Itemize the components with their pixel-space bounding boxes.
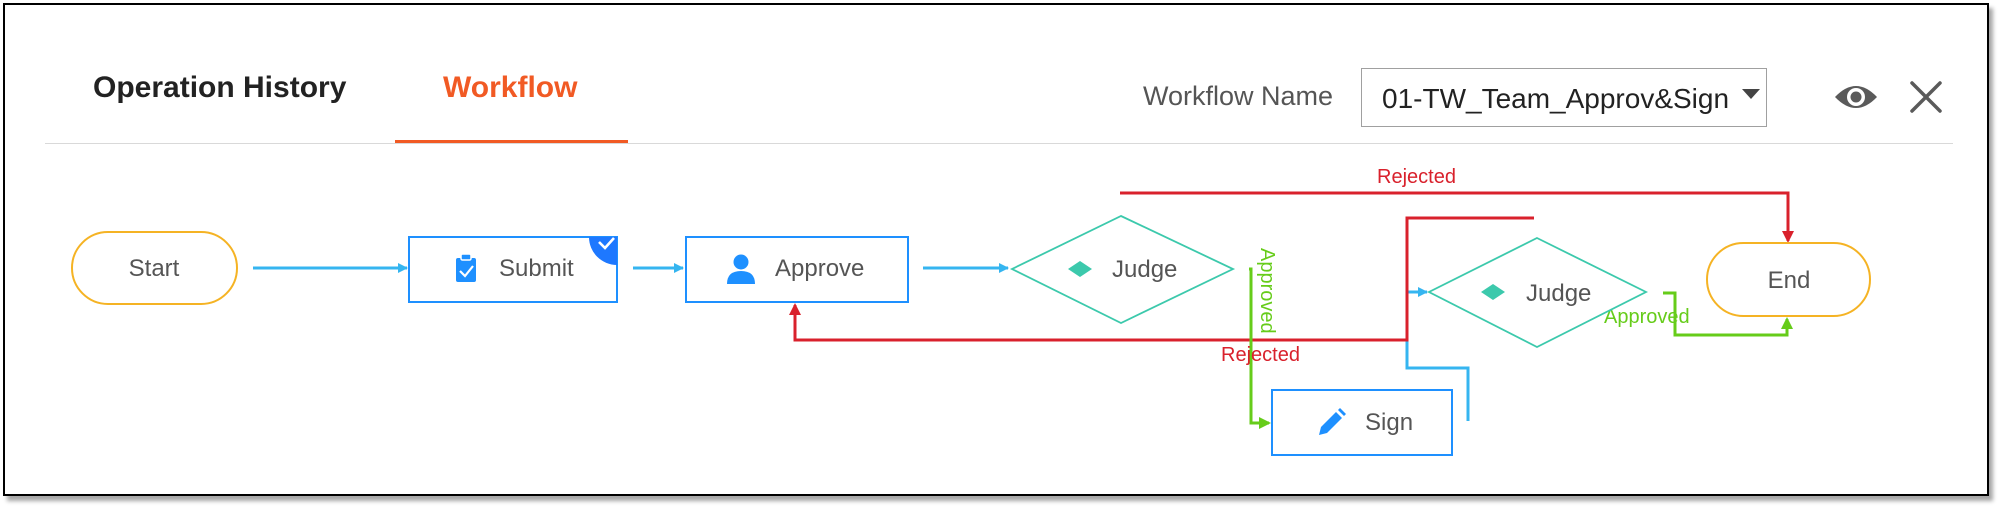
node-judge-1[interactable]: Judge — [1009, 215, 1236, 325]
edge-approved-judge2-end — [1663, 291, 1793, 337]
edge-label-approved-judge2: Approved — [1604, 306, 1690, 328]
workflow-name-value: 01-TW_Team_Approv&Sign — [1382, 83, 1730, 114]
completed-check-icon — [589, 237, 617, 265]
node-judge-2-label: Judge — [1526, 280, 1591, 307]
edge-rejected-loop — [789, 216, 1534, 342]
edge-label-rejected-judge1: Rejected — [1221, 344, 1300, 366]
edge-sign-judge2 — [1405, 287, 1470, 421]
workflow-name-select[interactable]: 01-TW_Team_Approv&Sign — [1361, 68, 1767, 127]
diamond-icon — [1481, 284, 1505, 300]
eye-icon[interactable] — [1833, 77, 1879, 117]
node-submit[interactable]: Submit — [408, 236, 618, 303]
edge-rejected-top — [1120, 191, 1794, 243]
node-sign-label: Sign — [1365, 409, 1413, 436]
node-judge-1-label: Judge — [1112, 256, 1177, 283]
node-approve-label: Approve — [775, 255, 864, 282]
tab-operation-history[interactable]: Operation History — [93, 71, 347, 104]
header-divider — [45, 143, 1953, 144]
node-end[interactable]: End — [1706, 242, 1871, 317]
node-sign[interactable]: Sign — [1271, 389, 1453, 456]
close-icon[interactable] — [1906, 77, 1946, 117]
workflow-panel: Operation History Workflow Workflow Name… — [3, 3, 1989, 496]
active-tab-indicator — [395, 140, 628, 143]
node-approve[interactable]: Approve — [685, 236, 909, 303]
workflow-diagram: Rejected Approved Rejected Approved Star… — [71, 166, 1871, 456]
tab-workflow[interactable]: Workflow — [443, 71, 578, 104]
node-start-label: Start — [129, 255, 180, 282]
diamond-icon — [1068, 261, 1092, 277]
clipboard-check-icon — [456, 253, 476, 282]
node-judge-2[interactable]: Judge — [1427, 236, 1649, 349]
node-submit-label: Submit — [499, 255, 574, 282]
edge-label-approved-judge1: Approved — [1256, 248, 1278, 334]
node-end-label: End — [1768, 267, 1811, 294]
workflow-name-label: Workflow Name — [1143, 81, 1334, 111]
pencil-icon — [1319, 408, 1346, 435]
node-start[interactable]: Start — [71, 231, 238, 305]
edge-approved-judge1-sign — [1249, 267, 1271, 429]
edge-label-rejected-top: Rejected — [1377, 166, 1456, 188]
caret-down-icon — [1742, 89, 1760, 99]
user-icon — [727, 254, 755, 284]
